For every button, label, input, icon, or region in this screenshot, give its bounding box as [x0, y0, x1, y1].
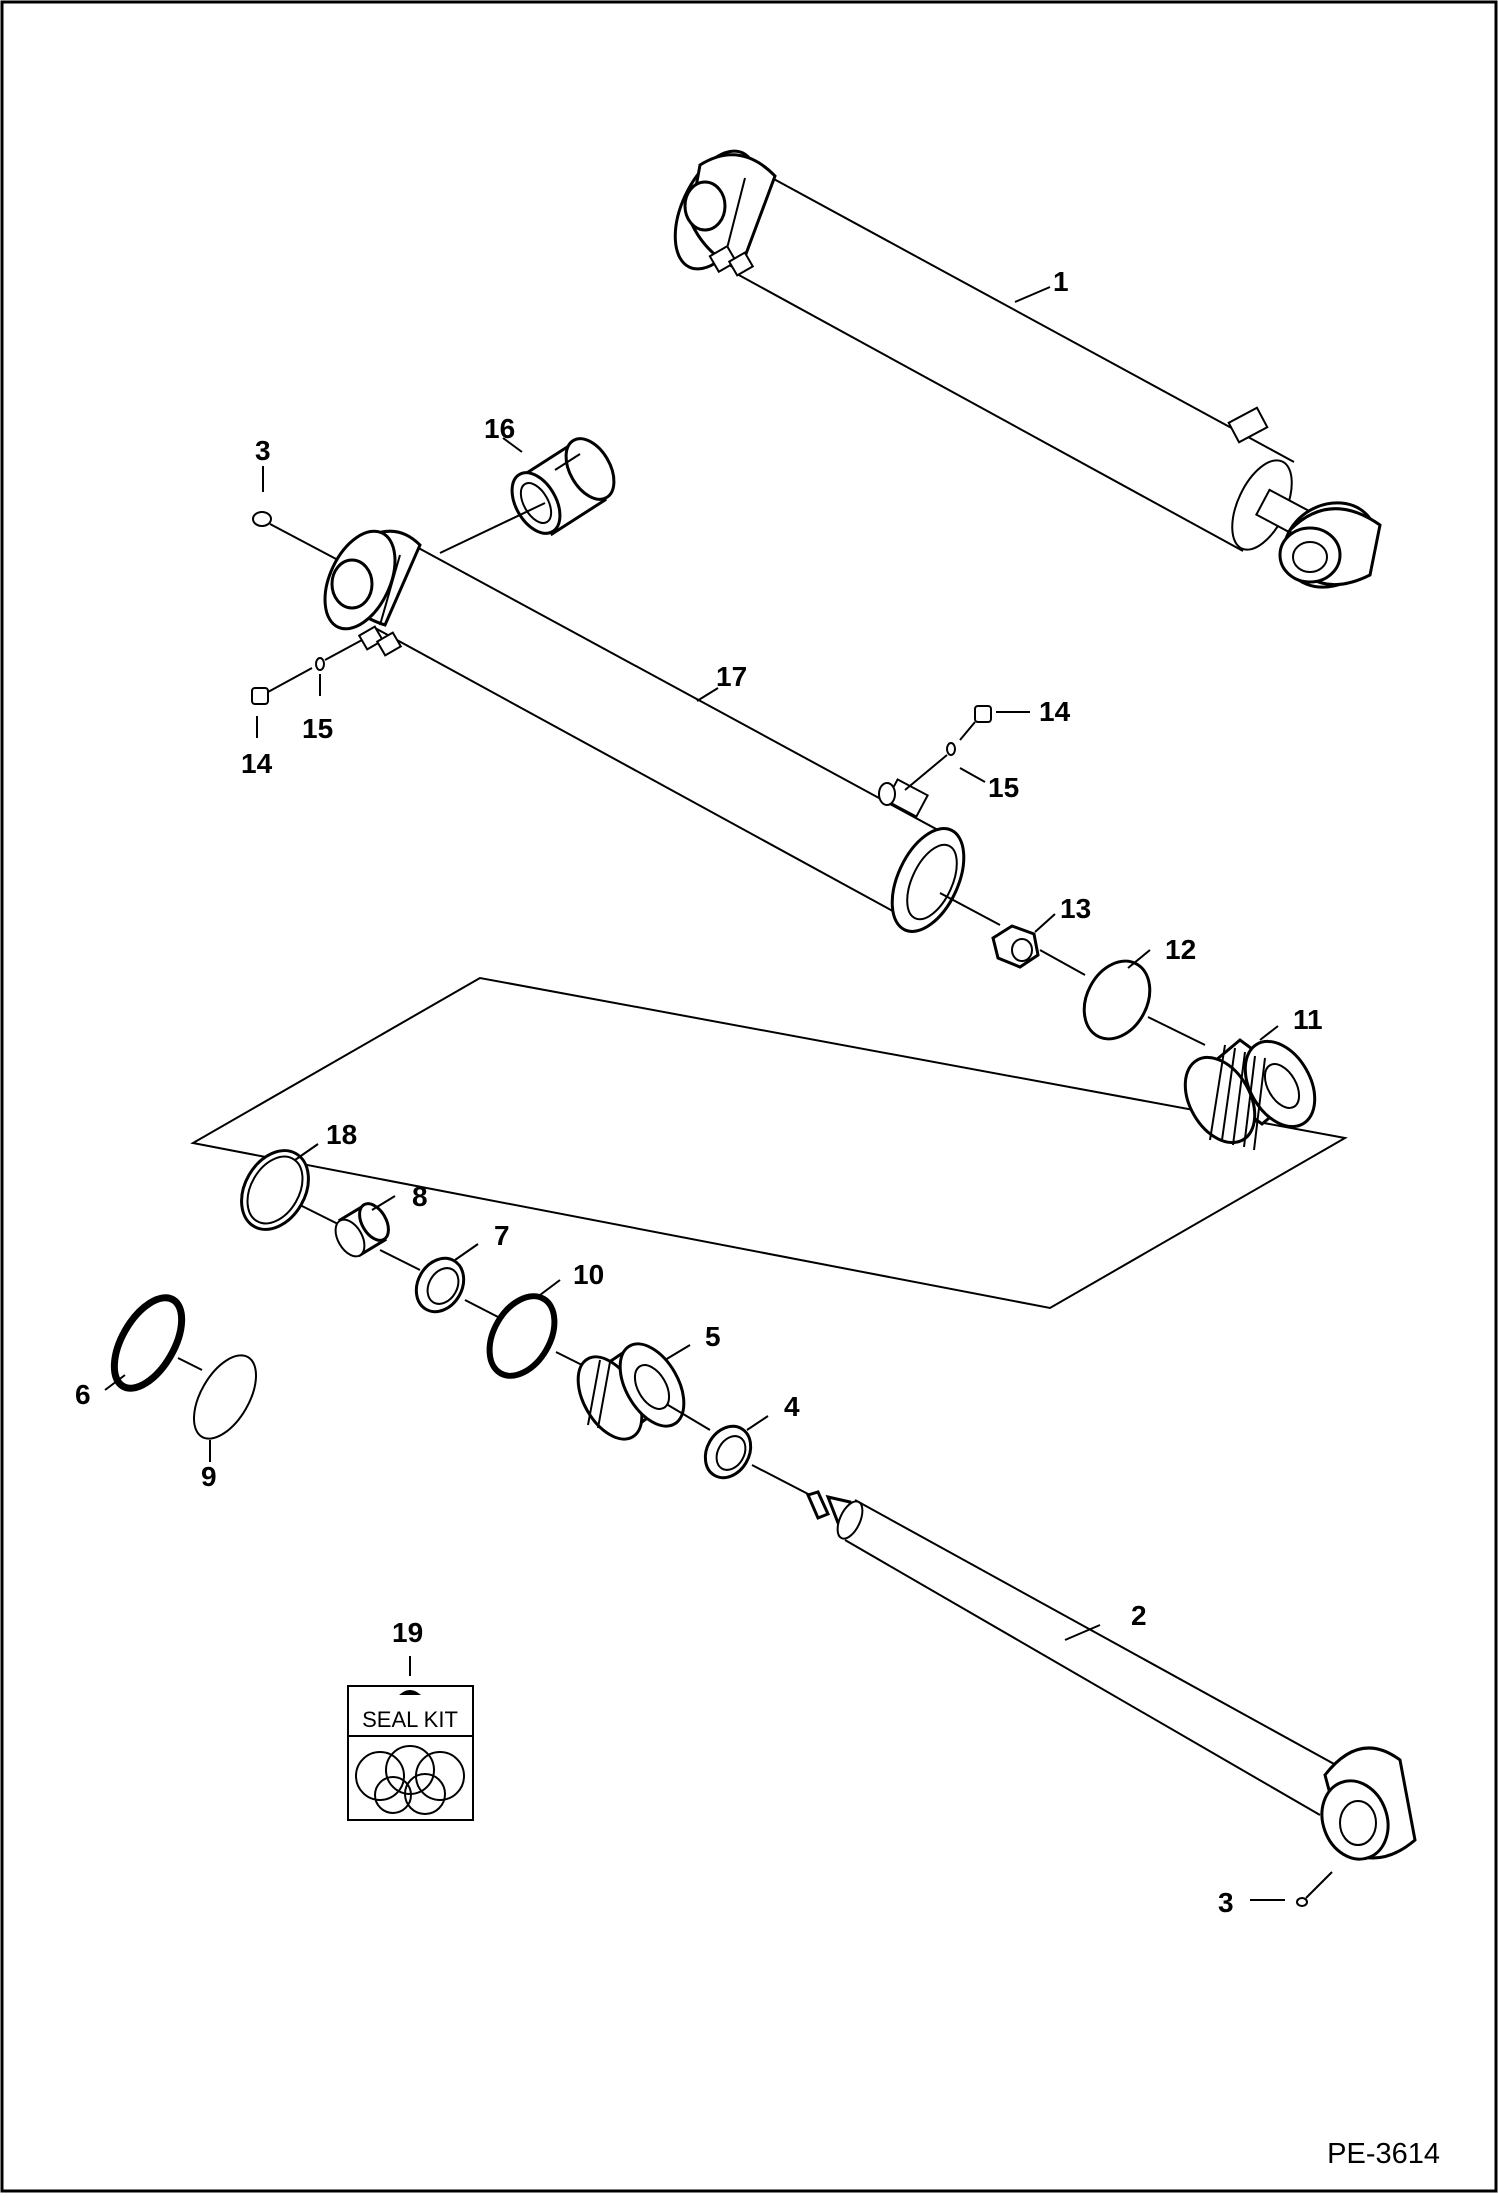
callout-14-right: 14 [1039, 696, 1071, 727]
callout-19: 19 [392, 1617, 423, 1648]
callout-15-right: 15 [988, 772, 1019, 803]
callout-12: 12 [1165, 934, 1196, 965]
callout-4: 4 [784, 1391, 800, 1422]
wiper-seal [334, 1202, 421, 1271]
drawing-number: PE-3614 [1327, 2138, 1440, 2170]
rod-seal [414, 1256, 501, 1319]
plug-and-oring-left [251, 639, 363, 705]
oring-9 [192, 1354, 257, 1440]
callout-3-lower: 3 [1218, 1887, 1234, 1918]
seal-ring-icon [355, 1751, 405, 1801]
bushing [439, 437, 616, 554]
seal-kit: SEAL KIT [347, 1656, 474, 1821]
callout-8: 8 [412, 1181, 428, 1212]
piston-rod [805, 1490, 1417, 1861]
piston [1183, 1038, 1317, 1151]
callout-5: 5 [705, 1321, 721, 1352]
piston-oring [1082, 959, 1152, 1041]
piston-nut [991, 924, 1040, 969]
callout-2: 2 [1131, 1600, 1147, 1631]
seal-ring-icon [374, 1776, 412, 1814]
seal-ring-icon [404, 1773, 446, 1815]
callout-14-left: 14 [241, 748, 273, 779]
wear-ring-18 [240, 1149, 341, 1231]
grease-fitting-upper [252, 511, 339, 561]
callout-7: 7 [494, 1220, 510, 1251]
oring-10 [486, 1293, 589, 1379]
callout-10: 10 [573, 1259, 604, 1290]
callout-6: 6 [75, 1379, 91, 1410]
head-seal [703, 1424, 811, 1496]
callout-17: 17 [716, 661, 747, 692]
piston-subassembly-outline [190, 976, 1348, 1310]
barrel [323, 529, 966, 933]
callout-13: 13 [1060, 893, 1091, 924]
backup-ring-6 [110, 1294, 203, 1392]
callout-3-upper: 3 [255, 435, 271, 466]
callout-9: 9 [201, 1461, 217, 1492]
cylinder-assembly [673, 149, 1382, 589]
plug-and-oring-right [904, 705, 992, 791]
hang-tab-icon [398, 1690, 422, 1695]
callout-18: 18 [326, 1119, 357, 1150]
cylinder-head [576, 1342, 711, 1441]
callout-11: 11 [1293, 1004, 1323, 1035]
callout-labels: 1 2 3 3 4 5 6 7 8 9 10 11 12 13 14 14 15… [75, 266, 1323, 1918]
seal-kit-title: SEAL KIT [362, 1707, 458, 1732]
callout-leaders [104, 286, 1285, 1901]
callout-16: 16 [484, 413, 515, 444]
grease-fitting-lower [1296, 1871, 1333, 1907]
callout-1: 1 [1053, 266, 1069, 297]
callout-15-left: 15 [302, 713, 333, 744]
